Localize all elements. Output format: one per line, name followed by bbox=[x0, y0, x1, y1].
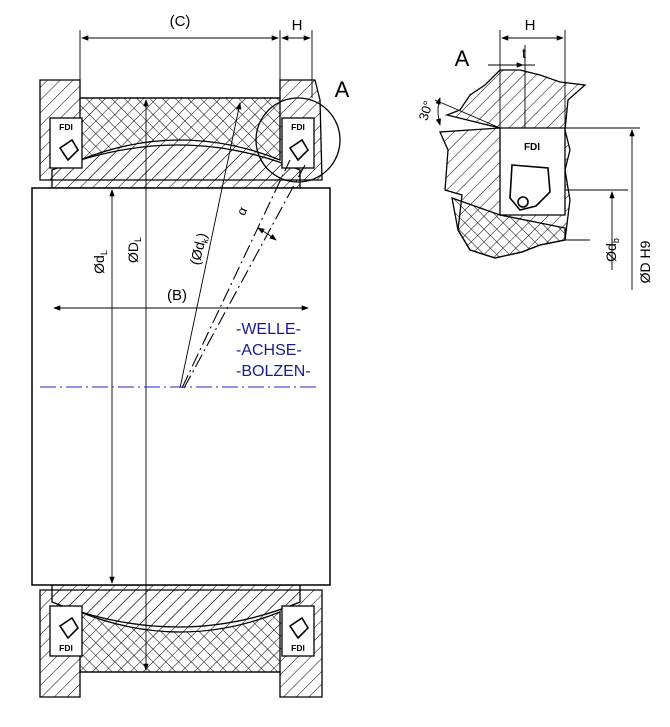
dim-label-dk: (Ødk) bbox=[186, 231, 211, 267]
dim-label-c: (C) bbox=[170, 13, 191, 30]
view-label-a: A bbox=[335, 77, 350, 102]
seal-tag-bl: FDI bbox=[59, 643, 73, 653]
seal-tag-detail: FDI bbox=[524, 142, 540, 153]
dim-label-Dl: ØDL bbox=[125, 237, 143, 263]
detail-view bbox=[434, 30, 640, 290]
dim-label-h-detail: H bbox=[525, 17, 536, 34]
dim-label-DH9: ØD H9 bbox=[637, 240, 653, 283]
tilt-line-2 bbox=[183, 164, 306, 389]
seal-tag-tr: FDI bbox=[291, 122, 305, 132]
detail-inner-ring bbox=[451, 197, 566, 259]
seal-tag-tl: FDI bbox=[59, 122, 73, 132]
dim-label-h-main: H bbox=[292, 17, 303, 34]
outer-ring-top bbox=[79, 97, 281, 161]
main-view bbox=[31, 30, 341, 698]
svg-text:ØdL: ØdL bbox=[91, 250, 109, 274]
dim-label-t: t bbox=[522, 45, 526, 61]
inner-ring-bottom bbox=[51, 584, 301, 628]
dim-label-b: (B) bbox=[167, 287, 187, 304]
shaft-text-bolzen: -BOLZEN- bbox=[236, 363, 311, 380]
seal-lip-tl bbox=[58, 138, 80, 162]
shaft-text-welle: -WELLE- bbox=[236, 321, 301, 338]
dim-label-dl: ØdL bbox=[91, 250, 109, 274]
svg-text:(Ødk): (Ødk) bbox=[186, 231, 211, 267]
seal-pocket-tl bbox=[49, 117, 83, 169]
alpha-arc bbox=[257, 227, 277, 241]
outer-ring-bottom bbox=[79, 611, 281, 673]
detail-circle bbox=[255, 97, 341, 183]
svg-text:ØDL: ØDL bbox=[125, 237, 143, 263]
shaft-text-achse: -ACHSE- bbox=[236, 342, 302, 359]
seal-lip-bl bbox=[58, 616, 80, 640]
dim-line-dk bbox=[179, 102, 242, 389]
seal-tag-br: FDI bbox=[291, 643, 305, 653]
svg-text:Ødb: Ødb bbox=[603, 238, 621, 262]
inner-ring-top bbox=[51, 144, 301, 189]
dim-label-30deg: 30° bbox=[416, 99, 436, 122]
detail-label-a: A bbox=[455, 46, 470, 71]
dim-label-db: Ødb bbox=[603, 238, 621, 262]
seal-lip-tr bbox=[288, 138, 310, 162]
seal-lip-br bbox=[288, 616, 310, 640]
tilt-line-1 bbox=[181, 159, 291, 389]
